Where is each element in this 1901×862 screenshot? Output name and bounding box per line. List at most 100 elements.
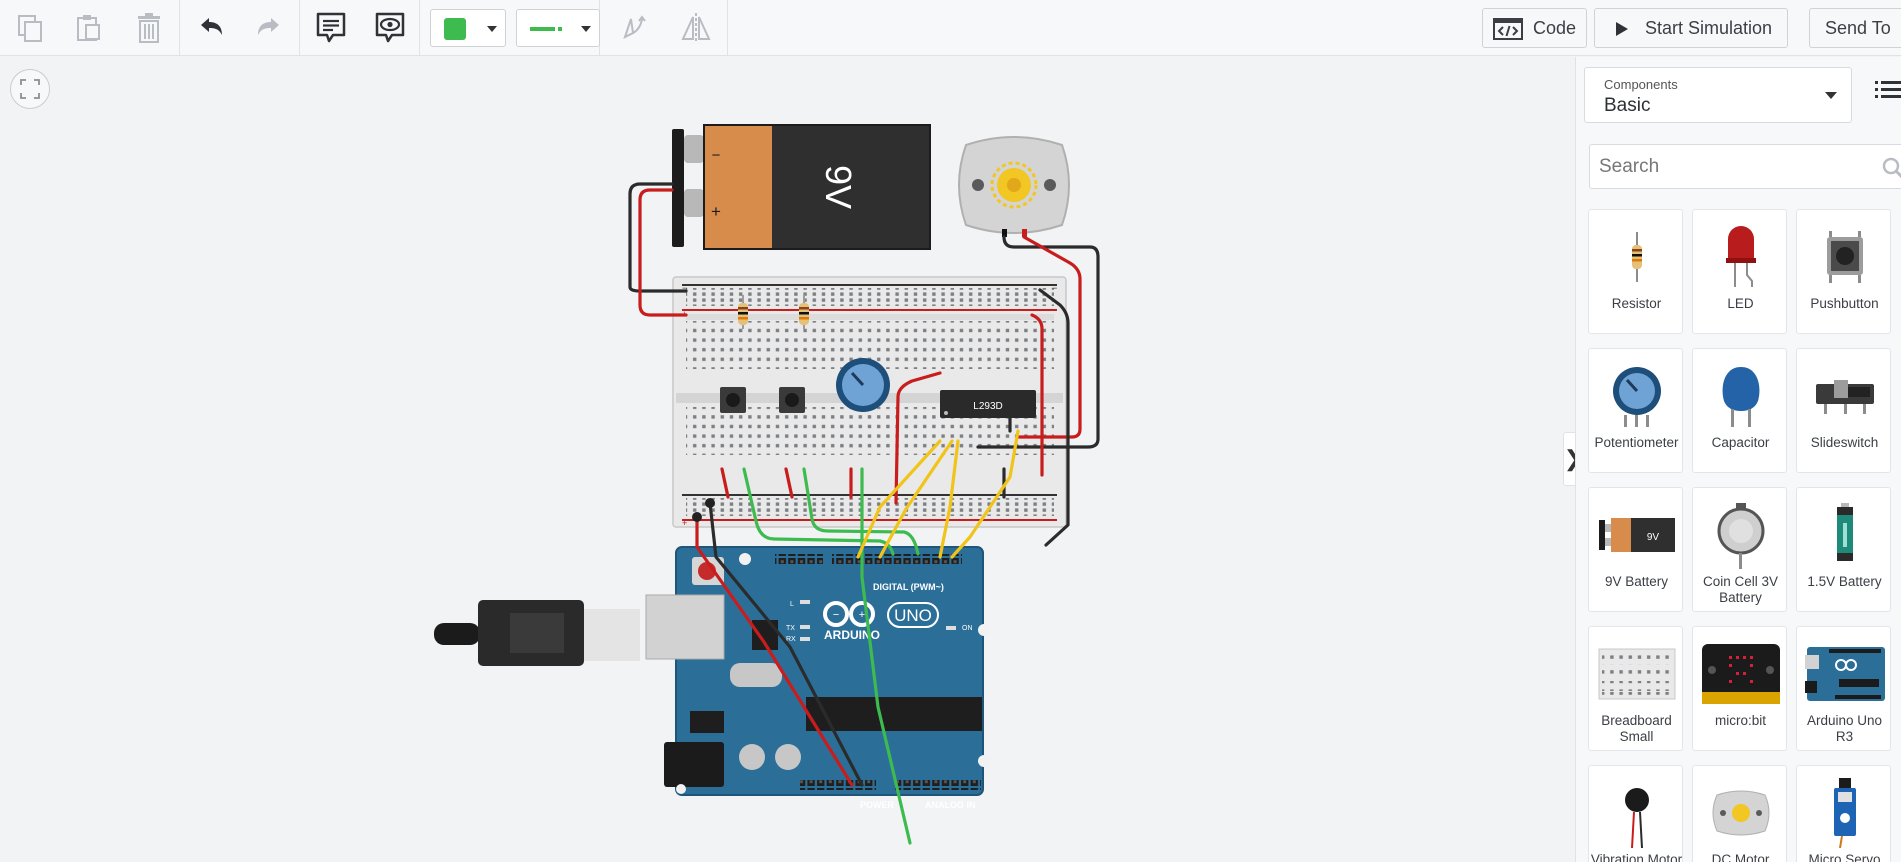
coin-cell-battery-icon	[1717, 503, 1764, 569]
l-led-label: L	[790, 601, 794, 608]
component-name: Capacitor	[1711, 435, 1770, 450]
vibration-motor-icon	[1624, 788, 1649, 848]
l293d-chip[interactable]: L293D	[940, 390, 1036, 418]
wire-motor-negative[interactable]	[976, 235, 1100, 449]
component-tile-led[interactable]: LED	[1692, 209, 1787, 334]
list-view-button[interactable]	[1875, 79, 1901, 104]
list-view-icon	[1875, 81, 1901, 98]
pushbutton-2[interactable]	[779, 387, 805, 413]
wire-color-dropdown[interactable]	[516, 9, 600, 47]
component-tile-pushbutton[interactable]: Pushbutton	[1796, 209, 1891, 334]
rotate-button[interactable]	[614, 8, 654, 48]
component-search	[1589, 144, 1901, 189]
component-tile-resistor[interactable]: Resistor	[1588, 209, 1683, 334]
workplane-canvas[interactable]: 9V − +	[0, 57, 1575, 862]
send-to-label: Send To	[1825, 18, 1891, 38]
wire-green-button-1[interactable]	[742, 467, 895, 556]
copy-button[interactable]	[10, 8, 50, 48]
component-name: Arduino Uno R3	[1806, 713, 1883, 744]
wire-style-dot	[558, 27, 562, 31]
redo-button[interactable]	[249, 8, 289, 48]
digital-pwm-label: DIGITAL (PWM~)	[873, 582, 944, 592]
component-tile-slideswitch[interactable]: Slideswitch	[1796, 348, 1891, 473]
9v-battery[interactable]: 9V − +	[672, 124, 931, 250]
component-tile-coin-cell-3v-battery[interactable]: Coin Cell 3V Battery	[1692, 487, 1787, 612]
dc-motor-icon	[1712, 790, 1769, 836]
component-tile-1-5v-battery[interactable]: 1.5V Battery	[1796, 487, 1891, 612]
battery-plus-label: +	[711, 202, 721, 221]
wire-yellow-3[interactable]	[950, 429, 1020, 559]
paste-button[interactable]	[68, 8, 108, 48]
arduino-model-text: UNO	[894, 606, 932, 625]
wire-yellow-4[interactable]	[856, 439, 942, 559]
notes-button[interactable]	[311, 8, 351, 48]
rx-led-label: RX	[786, 636, 796, 643]
pushbutton-1[interactable]	[720, 387, 746, 413]
chevron-down-icon	[581, 26, 591, 32]
wire-battery-negative[interactable]	[628, 182, 688, 293]
jumper-red-1[interactable]	[720, 467, 730, 499]
fill-color-dropdown[interactable]	[430, 9, 506, 47]
component-tile-vibration-motor[interactable]: Vibration Motor	[1588, 765, 1683, 862]
microbit-icon	[1701, 644, 1780, 704]
flip-button[interactable]	[676, 8, 716, 48]
undo-button[interactable]	[191, 8, 231, 48]
wire-arduino-gnd[interactable]	[708, 501, 864, 787]
wire-style-icon	[530, 27, 555, 31]
component-tile-9v-battery[interactable]: 9V 9V Battery	[1588, 487, 1683, 612]
pushbutton-icon	[1826, 231, 1863, 283]
resistor-icon	[1631, 232, 1642, 282]
component-tile-dc-motor[interactable]: DC Motor	[1692, 765, 1787, 862]
rail-minus-mark-right: −	[1052, 283, 1057, 293]
wire-rail-to-chip-power[interactable]	[1030, 313, 1044, 477]
delete-button[interactable]	[129, 8, 169, 48]
tx-led-label: TX	[786, 625, 795, 632]
start-simulation-button[interactable]: Start Simulation	[1594, 8, 1788, 48]
chevron-down-icon	[1825, 92, 1837, 99]
component-tile-capacitor[interactable]: Capacitor	[1692, 348, 1787, 473]
component-name: 1.5V Battery	[1807, 574, 1882, 589]
paste-icon	[77, 15, 100, 41]
search-icon[interactable]	[1882, 157, 1901, 179]
toggle-notes-visibility-button[interactable]	[370, 8, 410, 48]
arduino-uno[interactable]: − + ARDUINO UNO DIGITAL (PWM~) POWER ANA…	[416, 546, 990, 810]
wire-green-button-2[interactable]	[802, 467, 920, 556]
capacitor-icon	[1722, 367, 1759, 427]
rail-plus-mark-bottom: +	[682, 518, 687, 528]
search-input[interactable]	[1599, 151, 1869, 183]
send-to-button[interactable]: Send To	[1809, 8, 1901, 48]
note-icon	[316, 12, 346, 43]
component-name: Micro Servo	[1808, 852, 1881, 862]
wire-green-pot[interactable]	[860, 467, 912, 845]
resistor-1[interactable]	[738, 295, 748, 329]
resistor-2[interactable]	[799, 295, 809, 329]
wire-arduino-5v[interactable]	[695, 515, 854, 787]
components-dropdown[interactable]: Components Basic	[1584, 67, 1852, 123]
zoom-to-fit-button[interactable]	[10, 69, 50, 109]
wire-battery-positive[interactable]	[638, 188, 688, 317]
components-panel: Components Basic Resistor LED Pushbutton	[1575, 57, 1901, 862]
wire-rail-to-chip-ground[interactable]	[1038, 288, 1070, 547]
wire-yellow-1[interactable]	[878, 439, 954, 559]
toolbar: Code Start Simulation Send To	[0, 0, 1901, 56]
undo-icon	[201, 18, 222, 35]
component-name: DC Motor	[1711, 852, 1770, 862]
component-tile-micro-servo[interactable]: Micro Servo	[1796, 765, 1891, 862]
potentiometer[interactable]	[836, 358, 890, 412]
component-tile-microbit[interactable]: micro:bit	[1692, 626, 1787, 751]
wire-chip-red-jumper[interactable]	[894, 371, 942, 505]
component-tile-arduino-uno-r3[interactable]: Arduino Uno R3	[1796, 626, 1891, 751]
eye-note-icon	[375, 12, 405, 43]
code-button[interactable]: Code	[1482, 8, 1587, 48]
wire-motor-positive[interactable]	[1016, 235, 1082, 439]
jumper-red-2[interactable]	[784, 467, 794, 499]
style-group	[420, 0, 600, 56]
micro-servo-icon	[1833, 778, 1856, 848]
9v-battery-icon: 9V	[1598, 518, 1675, 552]
fill-color-swatch	[444, 18, 466, 40]
wire-yellow-2[interactable]	[938, 439, 960, 559]
component-tile-potentiometer[interactable]: Potentiometer	[1588, 348, 1683, 473]
component-tile-breadboard-small[interactable]: Breadboard Small	[1588, 626, 1683, 751]
chip-label: L293D	[973, 401, 1002, 412]
dc-motor[interactable]	[958, 136, 1070, 237]
